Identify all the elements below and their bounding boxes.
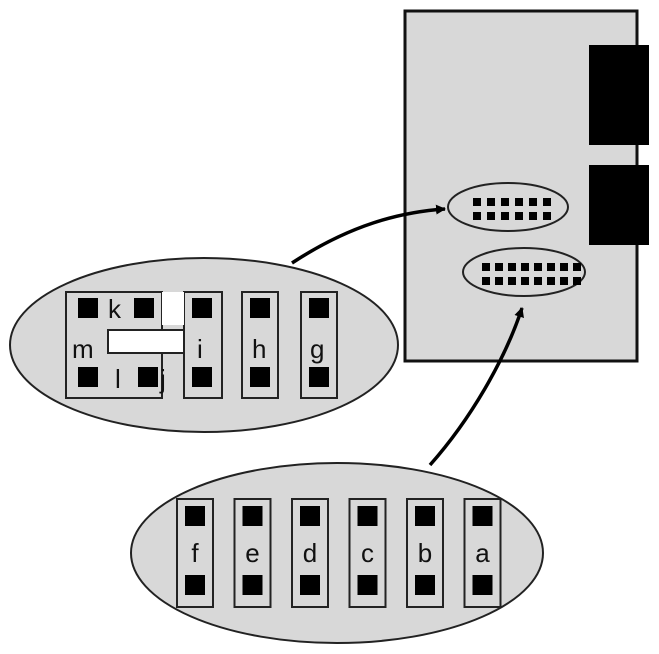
connector-pin [547, 263, 555, 271]
connector-pin [501, 198, 509, 206]
arrow-to-upper-connector [291, 204, 446, 265]
connector-pin [521, 277, 529, 285]
label-h: h [252, 334, 266, 364]
pin [357, 506, 378, 526]
connector-pin [573, 277, 581, 285]
connector-pin [501, 212, 509, 220]
connector-pin [529, 212, 537, 220]
pin [242, 506, 263, 526]
board-connector-lower [462, 247, 586, 297]
pin [357, 575, 378, 595]
connector-pin [508, 263, 516, 271]
connector-pin [482, 263, 490, 271]
board-port-lower [589, 165, 649, 245]
connector-pin [547, 277, 555, 285]
pin [192, 298, 212, 318]
pin [242, 575, 263, 595]
label-c: c [361, 538, 374, 568]
connector-pin [543, 198, 551, 206]
label-b: b [418, 538, 432, 568]
pin [250, 298, 270, 318]
connector-pin [487, 212, 495, 220]
pin [415, 506, 435, 526]
pin [250, 367, 270, 387]
upper-connector-detail: k m i l j h g [9, 257, 399, 433]
pin [472, 506, 493, 526]
board-connector-upper-pins [473, 198, 551, 220]
pin [185, 506, 205, 526]
board-connector-upper [447, 182, 569, 232]
pin [192, 367, 212, 387]
pin [309, 298, 329, 318]
pin [138, 367, 158, 387]
pin [300, 506, 320, 526]
label-i: i [197, 334, 203, 364]
connector-pin [515, 198, 523, 206]
pin [309, 367, 329, 387]
pin [300, 575, 320, 595]
connector-pin [482, 277, 490, 285]
connector-pin [529, 198, 537, 206]
pin [415, 575, 435, 595]
label-a: a [475, 538, 490, 568]
label-k: k [108, 294, 122, 324]
connector-pin [495, 263, 503, 271]
label-g: g [310, 334, 324, 364]
label-d: d [303, 538, 317, 568]
pin [78, 367, 98, 387]
connector-pin [495, 277, 503, 285]
board-connector-lower-pins [482, 263, 581, 285]
board-connector-lower-outline [462, 247, 586, 297]
connector-pin [573, 263, 581, 271]
upper-notch [107, 329, 185, 354]
connector-pin [515, 212, 523, 220]
pin [134, 298, 154, 318]
connector-pin [521, 263, 529, 271]
label-l: l [115, 364, 121, 394]
label-m: m [72, 334, 94, 364]
connector-pin [543, 212, 551, 220]
arrow-to-lower-connector [428, 307, 524, 467]
connector-pin [473, 198, 481, 206]
connector-pin [508, 277, 516, 285]
label-j: j [159, 364, 166, 394]
connector-pin [487, 198, 495, 206]
connector-pin [534, 263, 542, 271]
connector-pin [534, 277, 542, 285]
connector-pin [560, 277, 568, 285]
board-port-upper [589, 45, 649, 145]
pin [472, 575, 493, 595]
connector-pin [560, 263, 568, 271]
upper-gap-top [162, 292, 184, 325]
label-e: e [245, 538, 259, 568]
pin [185, 575, 205, 595]
connector-pin [473, 212, 481, 220]
label-f: f [191, 538, 199, 568]
pin [78, 298, 98, 318]
board-connector-upper-outline [447, 182, 569, 232]
